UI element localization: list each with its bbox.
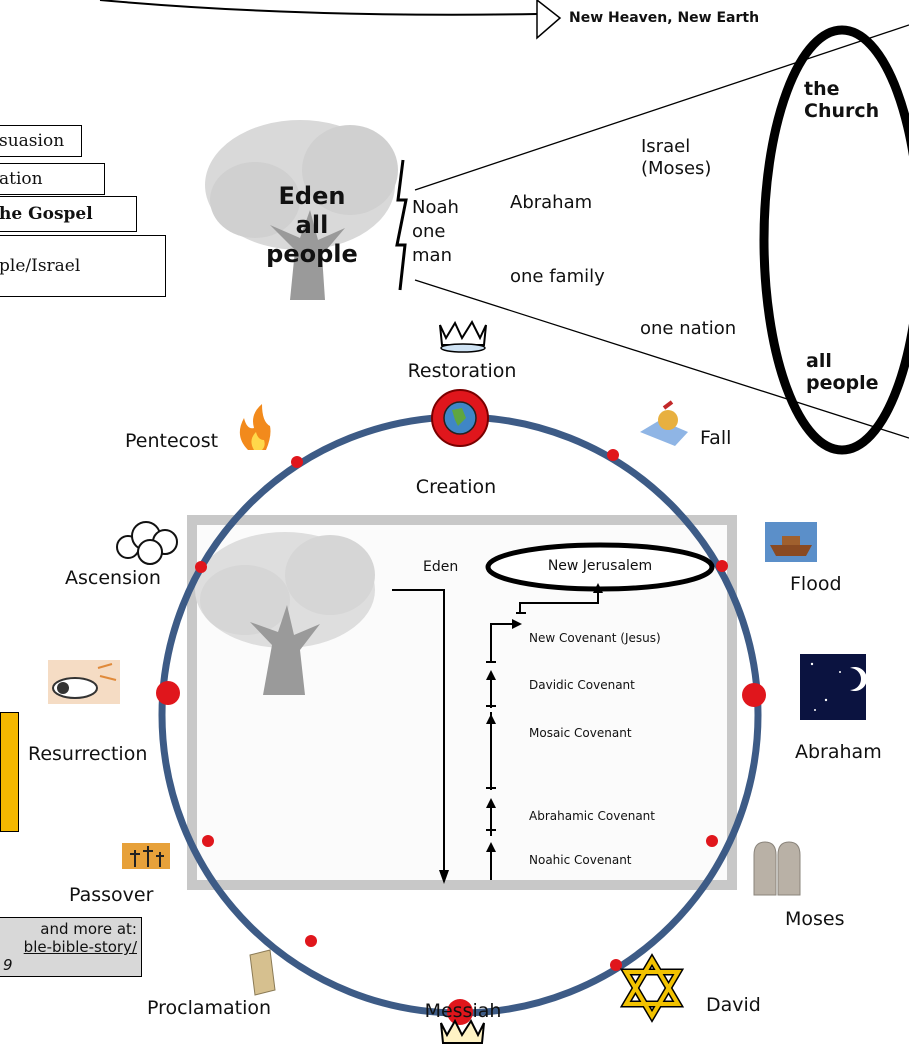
eden-descent-arrow	[392, 589, 445, 880]
new-jerusalem-label: New Jerusalem	[547, 558, 653, 574]
persuasion-box: suasion	[0, 125, 82, 157]
restoration-label: Restoration	[407, 360, 517, 382]
credit-line-1: and more at:	[40, 920, 137, 938]
circle-dots	[156, 449, 766, 1025]
mission-box: ation	[0, 163, 105, 195]
fan-lower-line	[414, 279, 909, 439]
fan-upper-line	[414, 24, 909, 191]
apple-icon	[640, 400, 688, 446]
church-ellipse	[759, 25, 909, 455]
tablets-icon	[753, 841, 801, 896]
eden-tree-inner	[195, 532, 375, 695]
eden-tree-top	[205, 120, 398, 300]
davidic-covenant-label: Davidic Covenant	[529, 678, 635, 692]
crown-icon	[440, 1018, 485, 1044]
moses-label: Moses	[785, 908, 845, 930]
credit-box: and more at: ble-bible-story/ 9	[0, 917, 142, 977]
scroll-icon	[249, 949, 276, 996]
resurrection-label: Resurrection	[28, 743, 148, 765]
credit-line-3: 9	[3, 956, 13, 974]
abraham-label: Abraham	[795, 741, 882, 763]
creation-label: Creation	[415, 476, 497, 498]
ascension-label: Ascension	[65, 567, 161, 589]
all-line: all	[295, 211, 329, 239]
fall-label: Fall	[700, 427, 732, 449]
ark-icon	[765, 522, 817, 562]
crown-icon	[439, 319, 487, 353]
cloud-icon	[116, 521, 178, 565]
mosaic-covenant-label: Mosaic Covenant	[529, 726, 632, 740]
top-arrowhead	[536, 0, 562, 40]
people-line: people	[806, 372, 879, 394]
inner-eden-label: Eden	[423, 559, 459, 575]
all-people-label: all people	[806, 350, 879, 394]
lightning-bolt	[395, 159, 408, 291]
the-line: the	[804, 78, 840, 100]
abraham-fan-label: Abraham	[510, 192, 593, 213]
moses-line: (Moses)	[641, 158, 712, 179]
noahic-covenant-label: Noahic Covenant	[529, 853, 632, 867]
one-family-label: one family	[510, 266, 605, 287]
pentecost-label: Pentecost	[125, 430, 219, 452]
top-arrow-line	[99, 0, 538, 16]
star-of-david-icon	[619, 953, 685, 1023]
eden-line: Eden	[278, 182, 346, 210]
night-sky-icon	[800, 654, 867, 720]
people-line: people	[266, 240, 358, 268]
abrahamic-covenant-label: Abrahamic Covenant	[529, 809, 655, 823]
all-line: all	[806, 350, 832, 372]
one-nation-label: one nation	[640, 318, 737, 339]
new-heaven-label: New Heaven, New Earth	[569, 10, 760, 26]
covenant-arrowheads	[486, 583, 603, 852]
israel-line: Israel	[641, 136, 691, 157]
new-covenant-label: New Covenant (Jesus)	[529, 631, 661, 645]
man-line: man	[412, 245, 452, 266]
israel-box: ple/Israel	[0, 235, 166, 297]
flame-icon	[239, 404, 271, 450]
church-label: the Church	[804, 78, 879, 122]
flood-label: Flood	[790, 573, 842, 595]
noah-label: Noah one man	[412, 196, 459, 268]
passover-label: Passover	[69, 884, 154, 906]
crosses-icon	[122, 843, 170, 869]
david-label: David	[706, 994, 761, 1016]
israel-moses-label: Israel (Moses)	[641, 136, 711, 180]
eden-tree-label: Eden all people	[252, 182, 372, 269]
one-line: one	[412, 221, 446, 242]
credit-link[interactable]: ble-bible-story/	[23, 938, 137, 956]
messiah-label: Messiah	[424, 1000, 502, 1022]
church-line: Church	[804, 100, 880, 122]
noah-line: Noah	[412, 197, 459, 218]
highlight-box	[0, 712, 19, 832]
empty-tomb-icon	[48, 660, 120, 704]
proclamation-label: Proclamation	[147, 997, 272, 1019]
gospel-box: he Gospel	[0, 196, 137, 232]
